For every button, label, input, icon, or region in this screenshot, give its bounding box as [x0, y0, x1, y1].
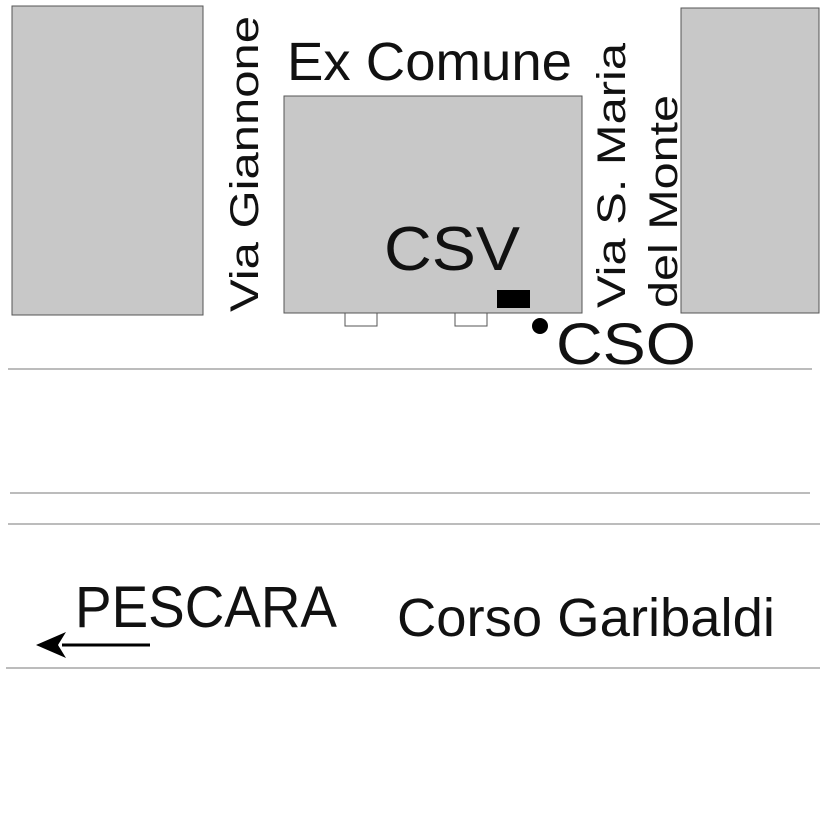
via-s-maria-label: Via S. Maria: [590, 42, 634, 308]
right-building-block: [680, 7, 820, 314]
entrance-marker-left: [344, 312, 378, 327]
via-giannone-label: Via Giannone: [223, 16, 267, 312]
del-monte-label: del Monte: [642, 95, 686, 308]
cso-label: CSO: [556, 312, 696, 377]
cso-point-marker: [532, 318, 548, 334]
left-building-block: [11, 5, 204, 316]
csv-door-marker: [497, 290, 530, 308]
pescara-label: PESCARA: [75, 575, 337, 640]
direction-arrow-icon: [36, 632, 66, 658]
central-building-block: [283, 95, 583, 314]
ex-comune-label: Ex Comune: [287, 32, 572, 92]
entrance-marker-right: [454, 312, 488, 327]
csv-label: CSV: [384, 215, 521, 284]
corso-garibaldi-label: Corso Garibaldi: [397, 588, 775, 648]
